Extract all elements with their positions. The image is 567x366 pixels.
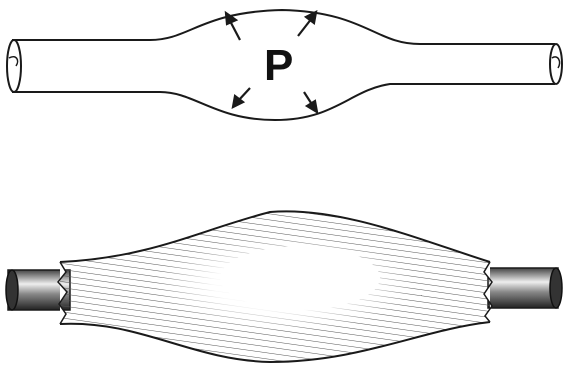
right-vessel-stub xyxy=(488,268,562,308)
arrow-up-left-icon xyxy=(226,13,240,40)
pressure-symbol: P xyxy=(264,41,293,90)
arrow-up-right-icon xyxy=(298,12,316,36)
tube-left-end xyxy=(7,40,21,92)
arrow-down-right-icon xyxy=(304,92,317,112)
tube-upper-wall xyxy=(12,10,555,44)
arrow-down-left-icon xyxy=(233,88,250,107)
illustrated-aneurysm xyxy=(6,200,562,366)
